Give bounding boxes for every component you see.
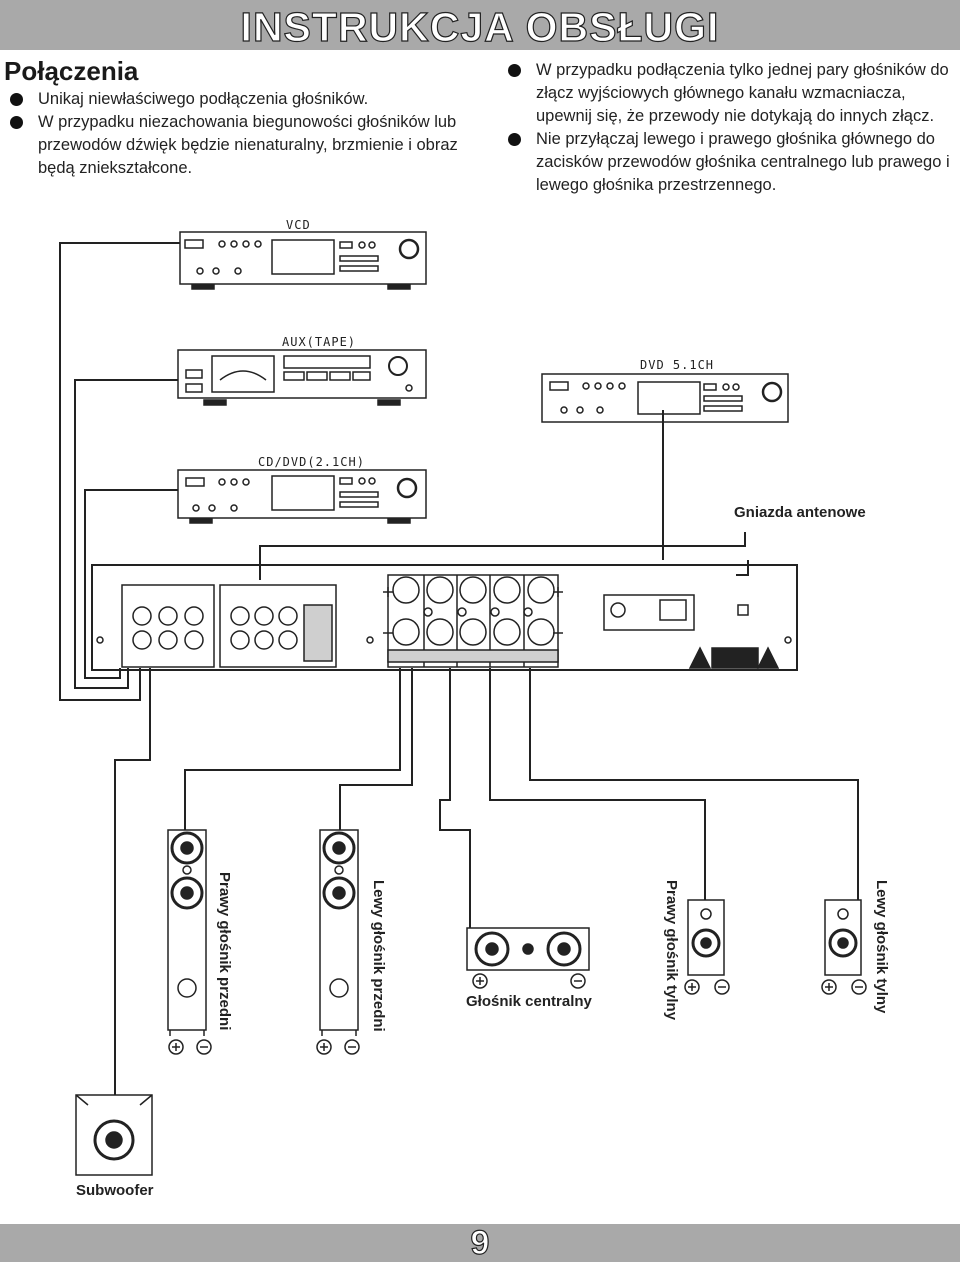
header-bar xyxy=(0,0,960,50)
subwoofer-speaker xyxy=(75,1094,153,1176)
section-title: Połączenia xyxy=(4,56,139,86)
wiring xyxy=(59,242,859,1095)
amplifier-back-panel xyxy=(91,564,798,671)
note-item: W przypadku podłączenia tylko jednej par… xyxy=(498,59,960,128)
notes-left: Unikaj niewłaściwego podłączenia głośnik… xyxy=(0,88,470,180)
vcd-label: VCD xyxy=(286,218,311,232)
center-speaker-label: Głośnik centralny xyxy=(466,993,592,1010)
bullet-icon xyxy=(10,93,23,106)
bullet-icon xyxy=(10,116,23,129)
front-left-speaker-label: Lewy głośnik przedni xyxy=(370,880,387,1032)
front-left-speaker xyxy=(316,829,360,1055)
dvd51-label: DVD 5.1CH xyxy=(640,358,715,372)
page-title: INSTRUKCJA OBSŁUGI xyxy=(240,3,720,50)
cd-dvd-device xyxy=(177,469,427,524)
page-number: 9 xyxy=(470,1223,490,1262)
vcd-device xyxy=(179,231,427,290)
front-right-speaker-label: Prawy głośnik przedni xyxy=(216,872,233,1031)
notes-right: W przypadku podłączenia tylko jednej par… xyxy=(498,59,960,197)
dvd51-device xyxy=(541,373,789,423)
bullet-icon xyxy=(508,133,521,146)
antenna-sockets-label: Gniazda antenowe xyxy=(734,504,866,521)
front-right-speaker xyxy=(167,829,212,1055)
note-item: Nie przyłączaj lewego i prawego głośnika… xyxy=(498,128,960,197)
cd-dvd-label: CD/DVD(2.1CH) xyxy=(258,455,365,469)
aux-tape-device xyxy=(177,349,427,406)
footer-bar xyxy=(0,1224,960,1262)
center-speaker xyxy=(466,927,590,989)
rear-right-speaker xyxy=(684,899,730,995)
note-item: W przypadku niezachowania biegunowości g… xyxy=(0,111,470,180)
rear-left-speaker-label: Lewy głośnik tylny xyxy=(873,880,890,1014)
aux-label: AUX(TAPE) xyxy=(282,335,357,349)
bullet-icon xyxy=(508,64,521,77)
subwoofer-label: Subwoofer xyxy=(76,1182,154,1199)
rear-right-speaker-label: Prawy głośnik tylny xyxy=(663,880,680,1021)
rear-left-speaker xyxy=(821,899,867,995)
note-item: Unikaj niewłaściwego podłączenia głośnik… xyxy=(0,88,470,111)
